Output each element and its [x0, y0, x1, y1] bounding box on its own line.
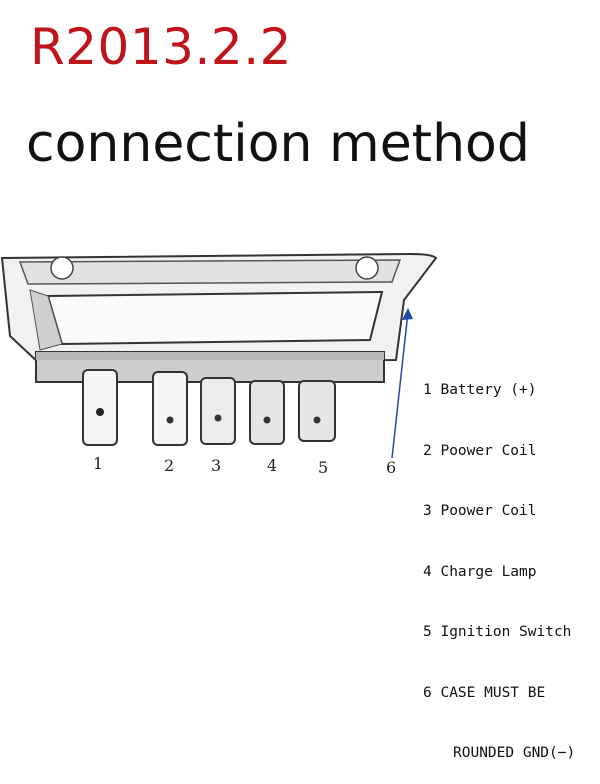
- legend-item-power-coil-3: 3 Poower Coil: [423, 503, 537, 519]
- mounting-hole-right: [355, 256, 379, 280]
- pin-label-6: 6: [386, 458, 397, 477]
- pin-label-4: 4: [267, 456, 278, 475]
- terminal-3: [200, 377, 236, 445]
- terminal-5: [298, 380, 336, 442]
- case-ground-pointer-arrow: [402, 308, 413, 320]
- terminal-1: [82, 369, 118, 446]
- pin-label-2: 2: [164, 456, 175, 475]
- pin-label-5: 5: [318, 458, 329, 477]
- housing-inner-shadow: [29, 289, 63, 351]
- housing-top-rim: [18, 259, 402, 285]
- regulator-diagram: [0, 252, 438, 459]
- legend-item-case-ground: 6 CASE MUST BE: [423, 684, 546, 701]
- mounting-hole-left: [50, 256, 74, 280]
- legend-item-charge-lamp: 4 Charge Lamp: [423, 563, 537, 580]
- legend-item-ignition-switch: 5 Ignition Switch: [423, 624, 572, 640]
- pin-label-3: 3: [211, 456, 222, 475]
- terminal-4: [249, 380, 285, 445]
- terminal-base-lip: [36, 352, 384, 360]
- case-ground-pointer-line: [391, 311, 409, 459]
- housing-inner-panel: [46, 290, 384, 346]
- legend-item-battery: 1 Battery (+): [423, 382, 537, 398]
- connection-method-heading: connection method: [26, 114, 530, 174]
- legend-item-case-ground-continued: ROUNDED GND(−): [453, 745, 576, 761]
- pin-legend: 1 Battery (+) 2 Poower Coil 3 Poower Coi…: [423, 340, 575, 784]
- part-number-title: R2013.2.2: [30, 18, 292, 76]
- legend-item-power-coil-2: 2 Poower Coil: [423, 442, 537, 459]
- terminal-2: [152, 371, 188, 446]
- pin-label-1: 1: [93, 454, 104, 473]
